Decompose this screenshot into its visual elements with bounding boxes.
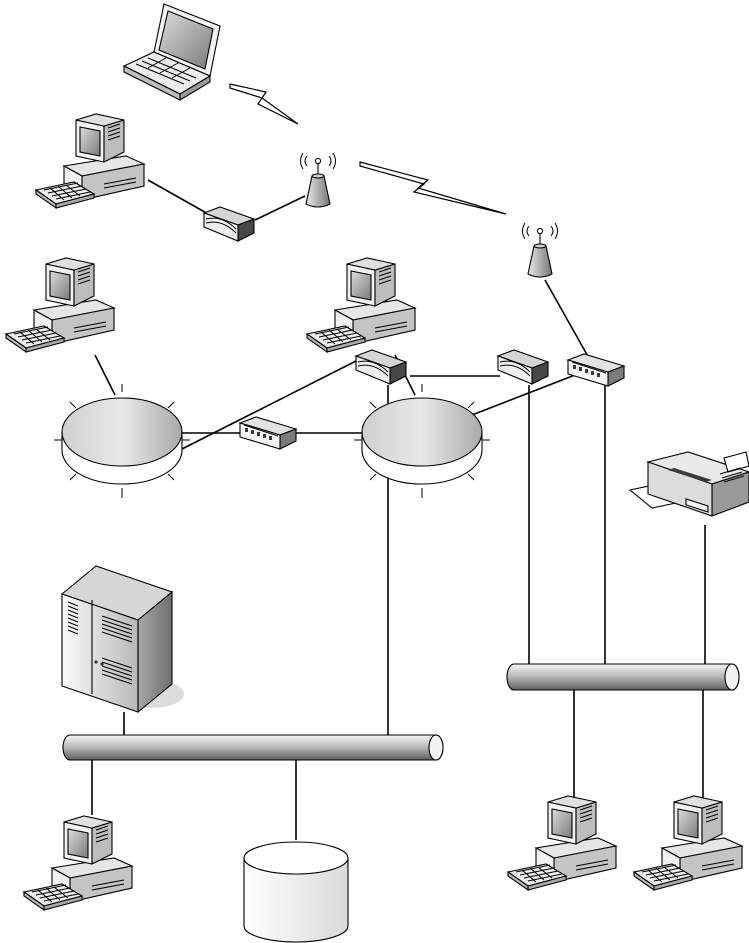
- link-pc-top-router: [147, 179, 211, 216]
- link-antenna-hub-right: [544, 279, 591, 361]
- desktop-computer-icon[interactable]: [633, 795, 743, 891]
- wireless-bolt-antennas-icon: [359, 161, 507, 215]
- wireless-bolt-laptop-icon: [229, 83, 299, 125]
- desktop-computer-icon[interactable]: [5, 257, 115, 353]
- wireless-antenna-icon[interactable]: [521, 222, 559, 278]
- hub-icon[interactable]: [239, 416, 297, 450]
- router-icon[interactable]: [497, 349, 549, 385]
- link-ring-right-hub-right: [471, 374, 576, 416]
- token-ring-icon[interactable]: [53, 383, 191, 499]
- server-tower-icon[interactable]: [60, 565, 184, 714]
- ethernet-bus-icon: [506, 663, 740, 691]
- ethernet-bus-icon: [62, 734, 444, 761]
- link-pc-ring-left: [94, 354, 116, 396]
- database-cylinder-icon[interactable]: [243, 841, 349, 943]
- token-ring-icon[interactable]: [353, 383, 491, 499]
- wireless-antenna-icon[interactable]: [299, 152, 337, 208]
- desktop-computer-icon[interactable]: [306, 257, 416, 353]
- link-router-antenna: [254, 195, 306, 221]
- router-icon[interactable]: [203, 206, 255, 242]
- desktop-computer-icon[interactable]: [23, 815, 133, 911]
- desktop-computer-icon[interactable]: [507, 795, 617, 891]
- fax-machine-icon[interactable]: [628, 451, 749, 517]
- router-icon[interactable]: [355, 349, 407, 385]
- laptop-icon[interactable]: [122, 3, 221, 101]
- link-ring-left-router-mid: [179, 359, 359, 451]
- hub-icon[interactable]: [567, 353, 625, 387]
- desktop-computer-icon[interactable]: [35, 113, 145, 209]
